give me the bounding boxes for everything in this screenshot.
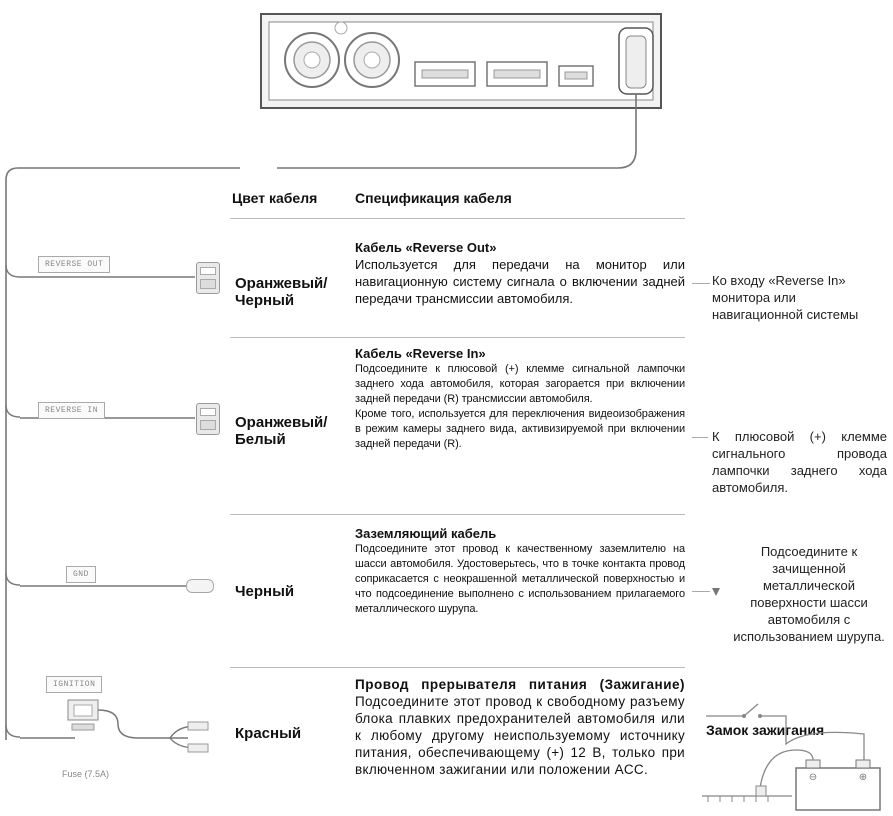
wire-label-ignition: IGNITION <box>46 676 103 693</box>
spec-body: Подсоедините к плюсовой (+) клемме сигна… <box>355 363 685 405</box>
note-leader <box>692 591 710 592</box>
fuse-label: Fuse (7.5A) <box>62 769 110 779</box>
spec-reverse-out: Кабель «Reverse Out» Используется для пе… <box>355 240 685 307</box>
svg-text:⊖: ⊖ <box>809 772 817 783</box>
cable-color-ignition: Красный <box>235 725 302 742</box>
spec-title: Кабель «Reverse Out» <box>355 240 497 255</box>
wire-label-reverse-out: REVERSE OUT <box>38 256 111 273</box>
spec-reverse-in: Кабель «Reverse In» Подсоедините к плюсо… <box>355 346 685 452</box>
cable-color-reverse-in: Оранжевый/ Белый <box>235 414 328 448</box>
wire <box>20 737 75 739</box>
note-leader <box>692 437 708 438</box>
spec-title: Провод прерывателя питания (Зажигание) <box>355 677 685 692</box>
divider <box>230 218 685 219</box>
wire-label-reverse-in: REVERSE IN <box>38 402 106 419</box>
wire-label-gnd: GND <box>66 566 96 583</box>
wire <box>20 585 210 587</box>
divider <box>230 667 685 668</box>
header-cable-spec: Спецификация кабеля <box>355 190 512 206</box>
note-leader <box>692 283 710 284</box>
wire <box>20 276 195 278</box>
cable-color-reverse-out: Оранжевый/ Черный <box>235 275 328 309</box>
connector-icon <box>196 262 220 294</box>
spec-title: Заземляющий кабель <box>355 526 497 541</box>
screw-icon <box>712 588 720 596</box>
note-gnd: Подсоедините к зачищенной металлической … <box>733 544 885 644</box>
spec-title: Кабель «Reverse In» <box>355 346 486 361</box>
spec-gnd: Заземляющий кабель Подсоедините этот про… <box>355 526 685 617</box>
spec-body-2: Кроме того, используется для переключени… <box>355 408 685 450</box>
connector-icon <box>196 403 220 435</box>
note-reverse-out: Ко входу «Reverse In» монитора или навиг… <box>712 273 859 322</box>
svg-text:⊕: ⊕ <box>859 772 867 783</box>
spec-body: Подсоедините этот провод к качественному… <box>355 543 685 615</box>
spec-body: Подсоедините этот провод к свободному ра… <box>355 694 685 777</box>
spec-ignition: Провод прерывателя питания (Зажигание) П… <box>355 677 685 778</box>
wire <box>20 417 195 419</box>
spec-body: Используется для передачи на монитор или… <box>355 257 685 306</box>
divider <box>230 337 685 338</box>
note-reverse-in: К плюсовой (+) клемме сигнального провод… <box>712 429 887 495</box>
ring-terminal-icon <box>186 579 214 593</box>
divider <box>230 514 685 515</box>
cable-color-gnd: Черный <box>235 583 295 600</box>
header-cable-color: Цвет кабеля <box>232 190 318 206</box>
ignition-lock-label: Замок зажигания <box>706 722 825 738</box>
